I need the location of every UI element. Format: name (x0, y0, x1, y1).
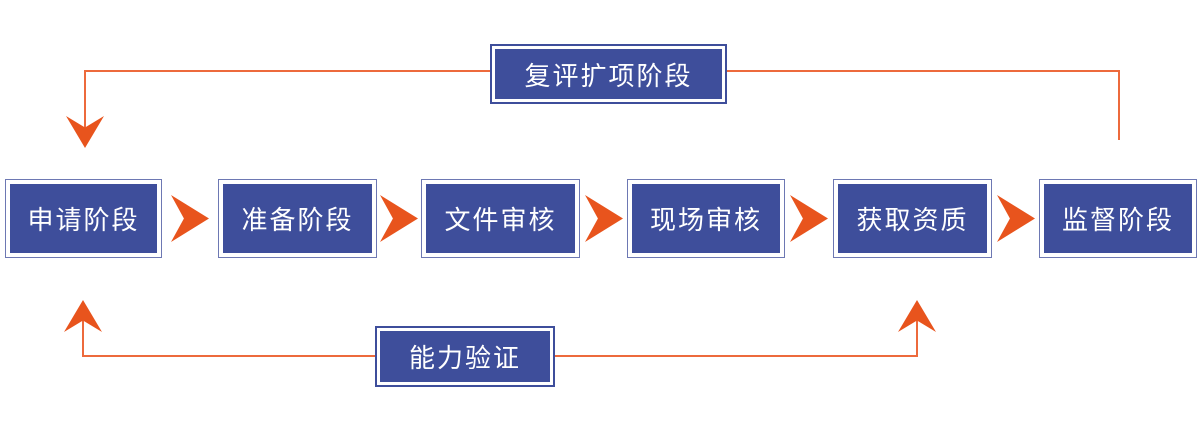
feedback-bottom-label: 能力验证 (380, 331, 550, 382)
top-loop-right-vertical-line (1118, 70, 1120, 140)
feedback-top-label: 复评扩项阶段 (495, 49, 722, 99)
stage-preparation-label: 准备阶段 (223, 184, 372, 253)
stage-document-review-label: 文件审核 (426, 184, 575, 253)
chevron-right-icon (585, 195, 623, 242)
bottom-loop-left-vertical-line (82, 316, 84, 357)
feedback-top-box: 复评扩项阶段 (490, 44, 727, 104)
stage-onsite-review-label: 现场审核 (632, 184, 780, 253)
chevron-right-icon (380, 195, 418, 242)
chevron-right-icon (997, 195, 1035, 242)
stage-onsite-review-box: 现场审核 (627, 179, 785, 258)
stage-application-label: 申请阶段 (10, 184, 157, 253)
top-loop-left-vertical-line (84, 70, 86, 132)
feedback-bottom-box: 能力验证 (375, 326, 555, 387)
stage-qualification-box: 获取资质 (833, 179, 992, 258)
chevron-right-icon (790, 195, 828, 242)
stage-application-box: 申请阶段 (5, 179, 162, 258)
stage-supervision-box: 监督阶段 (1039, 179, 1197, 258)
bottom-loop-right-vertical-line (916, 316, 918, 357)
chevron-right-icon (171, 195, 209, 242)
stage-preparation-box: 准备阶段 (218, 179, 377, 258)
stage-qualification-label: 获取资质 (838, 184, 987, 253)
stage-document-review-box: 文件审核 (421, 179, 580, 258)
stage-supervision-label: 监督阶段 (1044, 184, 1192, 253)
